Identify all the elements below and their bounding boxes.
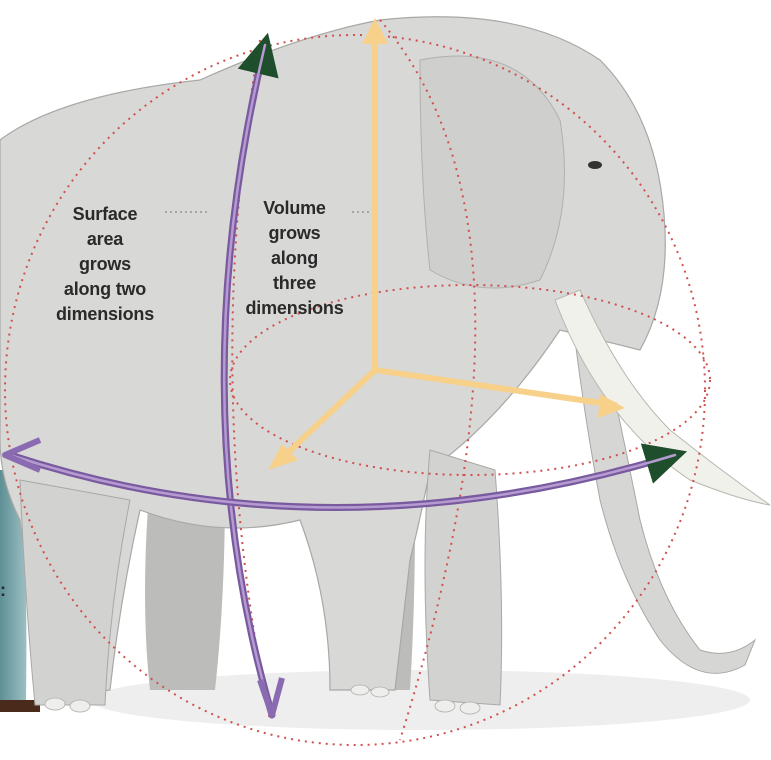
left-figure-base: [0, 700, 40, 712]
volume-label: Volume grows along three dimensions: [232, 196, 357, 321]
cropped-left-text: :: [0, 578, 12, 603]
surface-area-label: Surface area grows along two dimensions: [40, 202, 170, 327]
elephant-body: [0, 17, 770, 714]
eye: [588, 161, 602, 169]
